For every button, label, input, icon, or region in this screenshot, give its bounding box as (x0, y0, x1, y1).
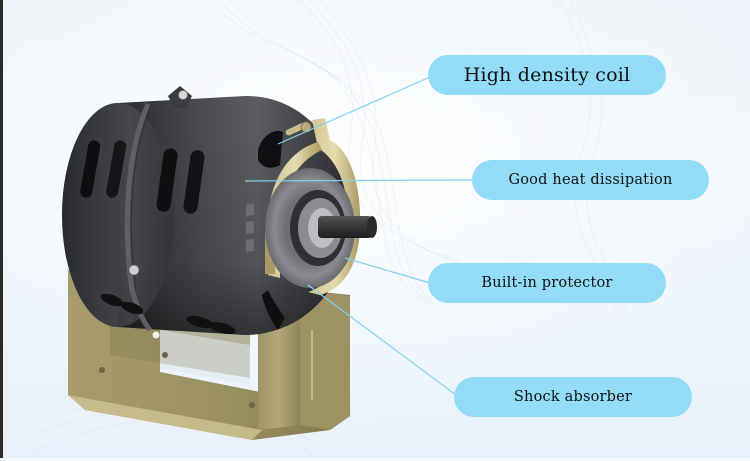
callout-good-heat-dissipation: Good heat dissipation (472, 160, 709, 200)
leader-lines (244, 76, 473, 396)
callout-label: Built-in protector (481, 275, 613, 291)
image-bottom-border (0, 458, 750, 461)
callout-built-in-protector: Built-in protector (428, 263, 666, 303)
callout-shock-absorber: Shock absorber (454, 377, 692, 417)
motor-shaft (318, 216, 377, 238)
motor-housing (62, 86, 351, 335)
callout-label: High density coil (463, 64, 631, 86)
callout-label: Good heat dissipation (508, 172, 673, 188)
callout-label: Shock absorber (513, 389, 633, 405)
callout-high-density-coil: High density coil (428, 55, 666, 95)
image-left-border (0, 0, 3, 461)
